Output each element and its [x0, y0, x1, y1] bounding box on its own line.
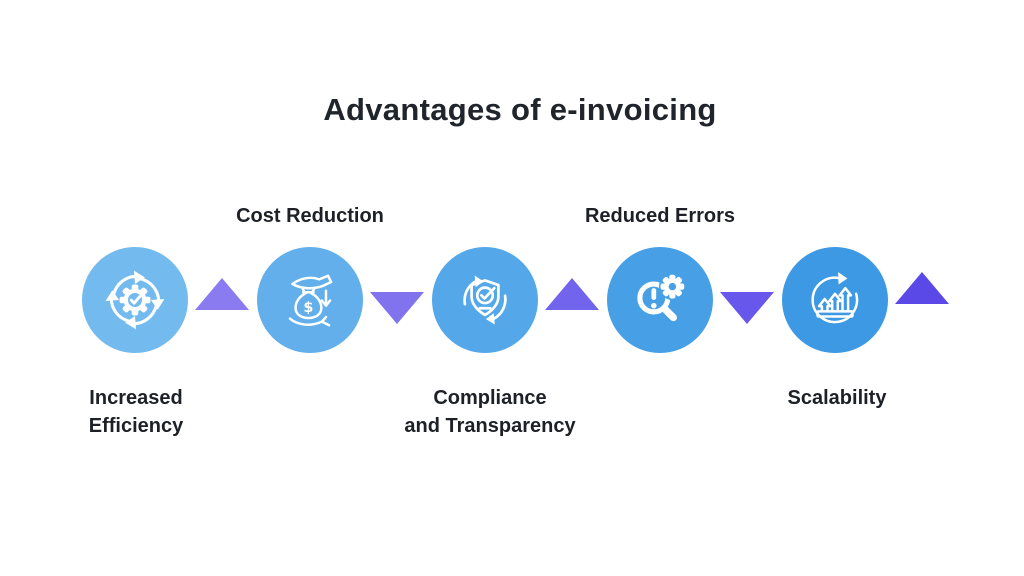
hands-moneybag-arrow-icon: $ [277, 267, 343, 333]
growth-arrows-cycle-icon [802, 267, 868, 333]
connector-triangle-down-2 [370, 292, 424, 324]
cycle-gear-check-icon [102, 267, 168, 333]
circle-increased-efficiency [82, 247, 188, 353]
label-reduced-errors: Reduced Errors [584, 205, 736, 227]
svg-text:$: $ [303, 300, 313, 316]
circle-cost-reduction: $ [257, 247, 363, 353]
circle-scalability [782, 247, 888, 353]
magnifier-alert-gear-icon [627, 267, 693, 333]
connector-triangle-up-3 [545, 278, 599, 310]
circle-compliance-and-transparency [432, 247, 538, 353]
label-increased-efficiency: Increased Efficiency [88, 387, 184, 437]
label-compliance-and-transparency: Compliance and Transparency [404, 387, 576, 437]
connector-triangle-up-5 [895, 272, 949, 304]
shield-check-cycle-icon [452, 267, 518, 333]
label-cost-reduction: Cost Reduction [236, 205, 384, 227]
circle-reduced-errors [607, 247, 713, 353]
connector-triangle-down-4 [720, 292, 774, 324]
page-title: Advantages of e-invoicing [323, 92, 717, 127]
connector-triangle-up-1 [195, 278, 249, 310]
label-scalability: Scalability [787, 387, 887, 409]
